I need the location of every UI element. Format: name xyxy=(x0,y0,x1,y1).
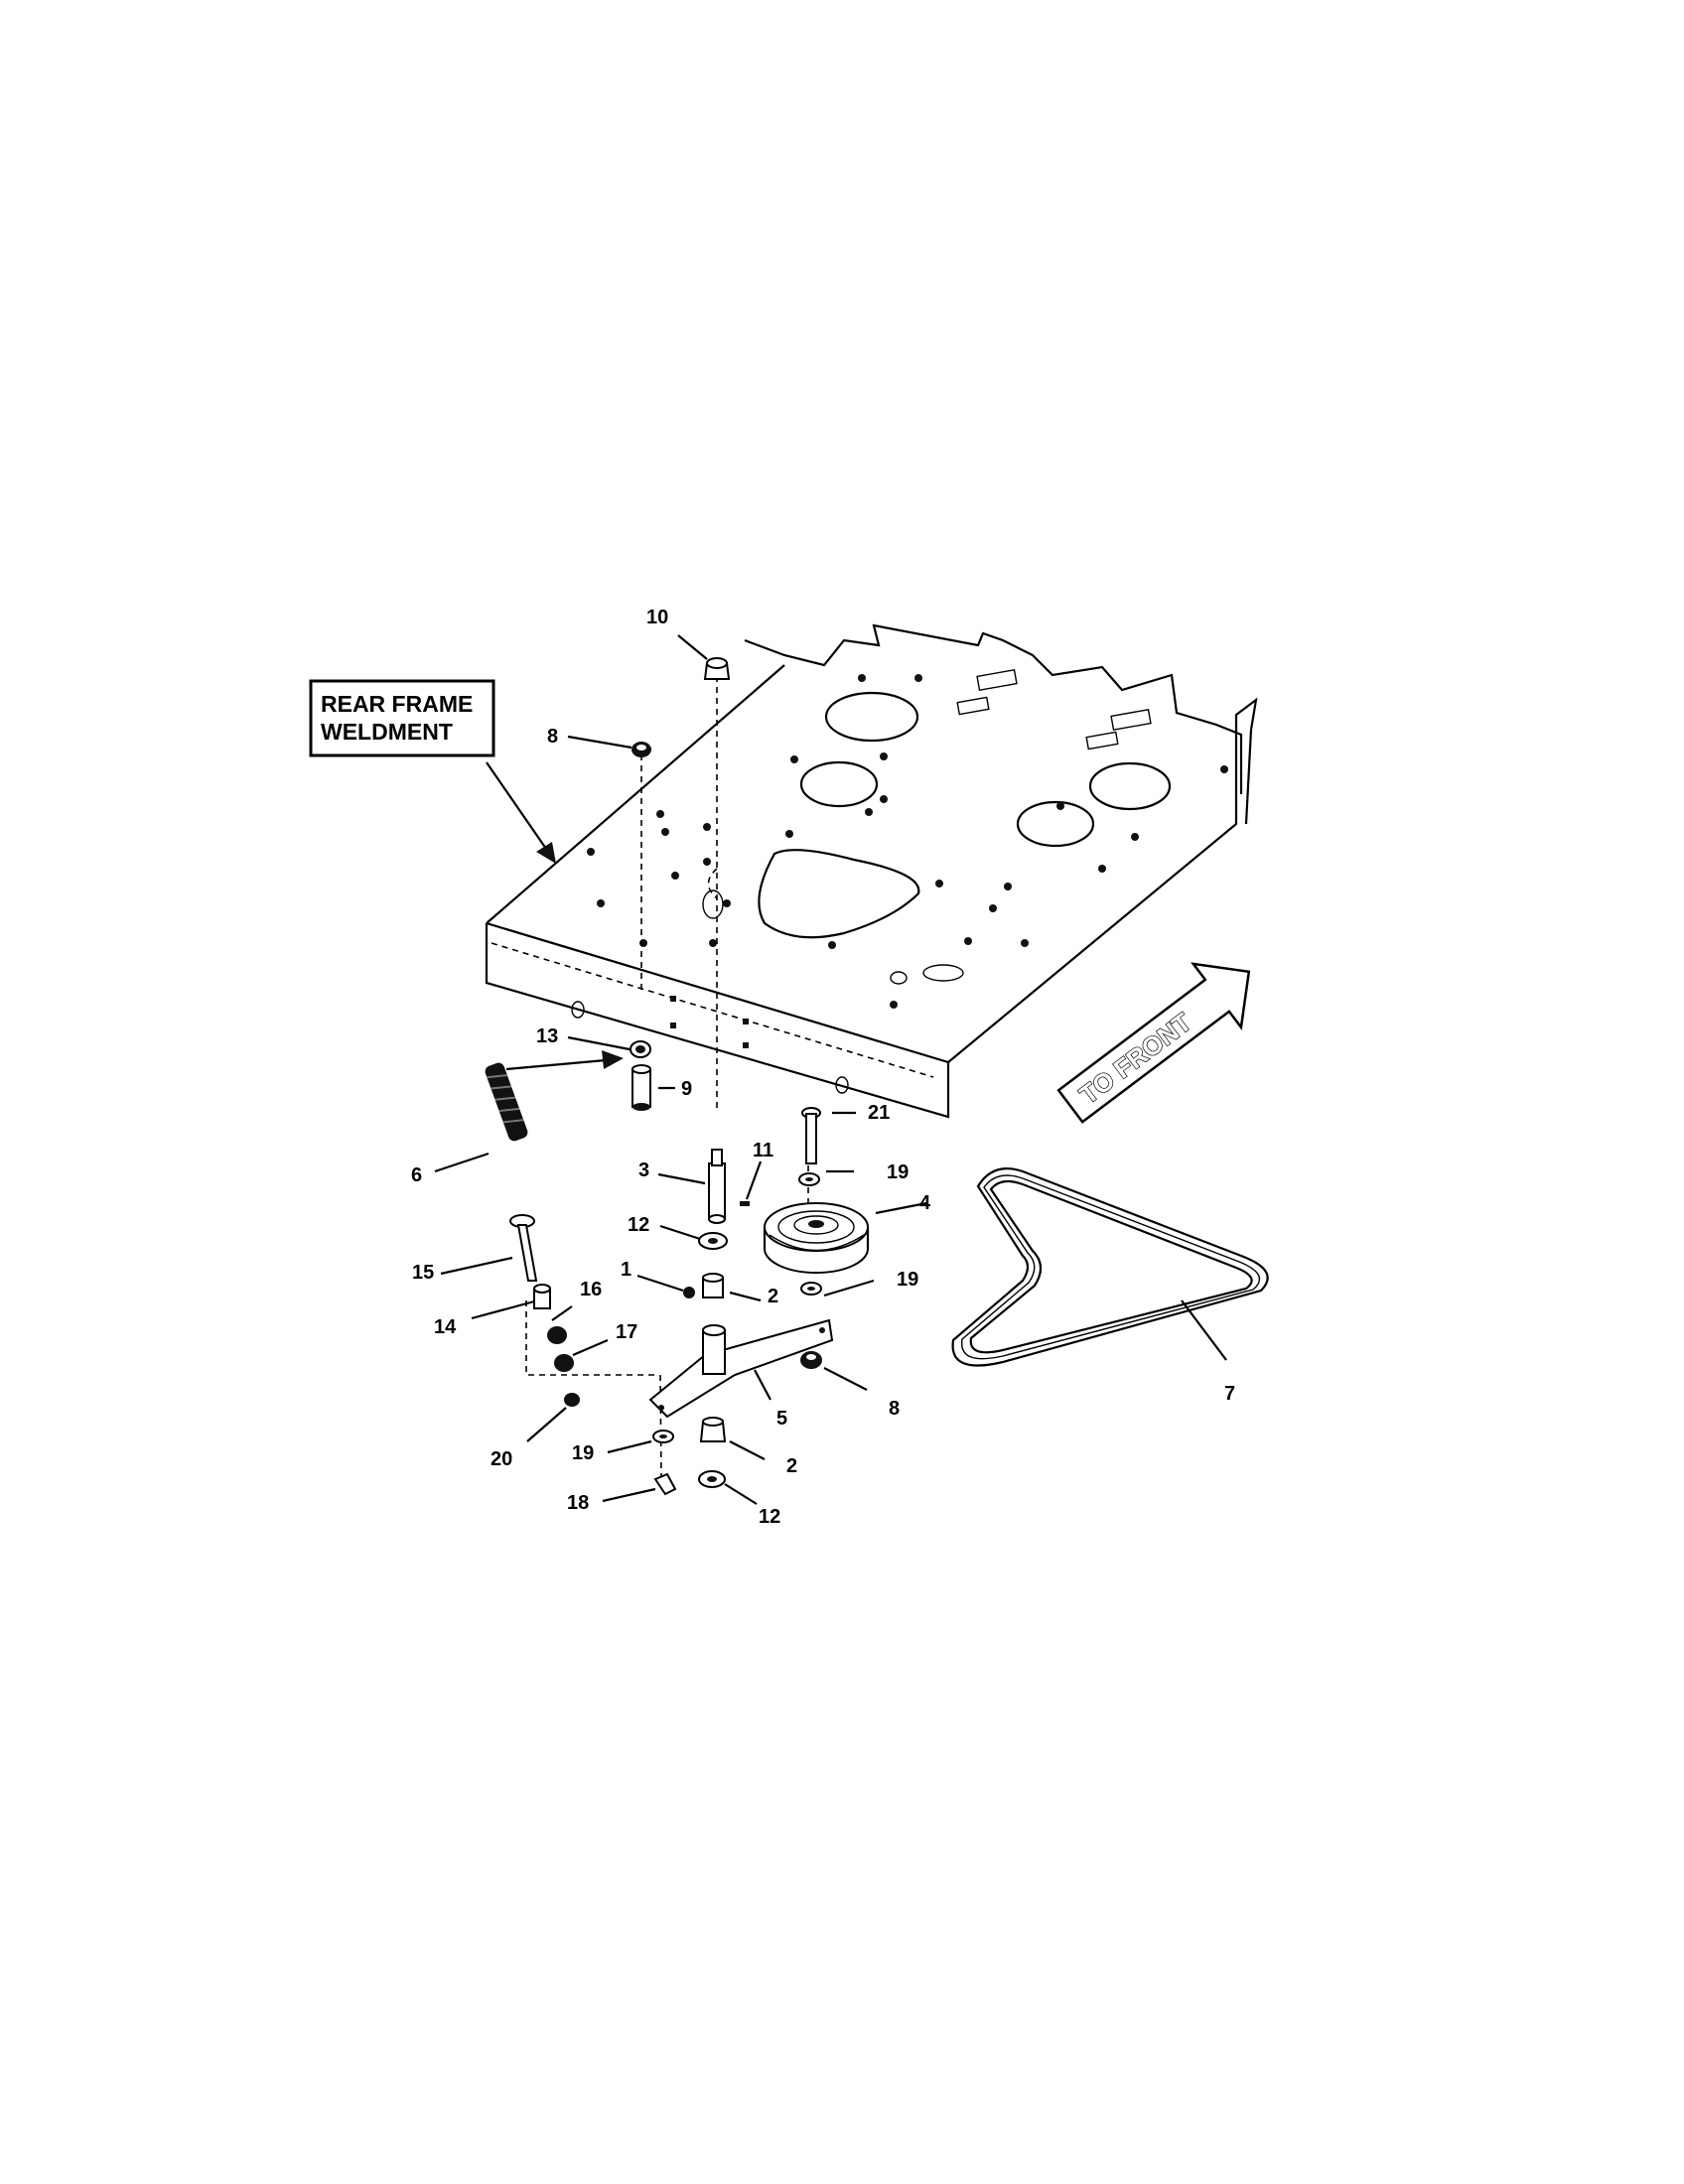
washer-part-12-lower xyxy=(698,1470,726,1488)
bushing-part-2-upper xyxy=(702,1273,724,1298)
parts xyxy=(485,657,1269,1496)
belt-part-7 xyxy=(951,1167,1269,1367)
leader-lines xyxy=(434,634,1227,1505)
label-19-middle: 19 xyxy=(897,1269,918,1291)
label-3: 3 xyxy=(638,1160,649,1181)
nut-part-8-lower xyxy=(800,1351,822,1369)
bushing-part-2-lower xyxy=(699,1417,727,1442)
nut-part-10 xyxy=(703,657,731,680)
rear-frame-weldment xyxy=(485,623,1258,1119)
spring-part-6 xyxy=(485,1062,528,1142)
label-9: 9 xyxy=(681,1078,692,1100)
nut-part-14 xyxy=(533,1284,551,1309)
rear-frame-label-line1: REAR FRAME xyxy=(321,691,473,717)
label-5: 5 xyxy=(776,1408,787,1430)
label-15: 15 xyxy=(412,1262,434,1284)
bolt-part-21 xyxy=(801,1107,821,1164)
label-10: 10 xyxy=(646,607,668,628)
label-6: 6 xyxy=(411,1164,422,1186)
label-12-upper: 12 xyxy=(628,1214,649,1236)
label-19-lower: 19 xyxy=(572,1442,594,1464)
label-1: 1 xyxy=(621,1259,632,1281)
label-8-upper: 8 xyxy=(547,726,558,748)
washer-part-19-middle xyxy=(800,1282,822,1296)
label-16: 16 xyxy=(580,1279,602,1300)
rear-frame-weldment-callout: REAR FRAME WELDMENT xyxy=(309,679,556,864)
label-8-lower: 8 xyxy=(889,1398,900,1420)
nut-part-17 xyxy=(554,1354,574,1372)
pulley-part-4 xyxy=(763,1202,870,1274)
label-13: 13 xyxy=(536,1025,558,1047)
label-19-top: 19 xyxy=(887,1161,909,1183)
idler-arm-part-5 xyxy=(648,1318,834,1419)
label-2-upper: 2 xyxy=(768,1286,778,1307)
label-11: 11 xyxy=(753,1140,773,1161)
label-7: 7 xyxy=(1224,1383,1235,1405)
label-21: 21 xyxy=(868,1102,890,1124)
key-part-11 xyxy=(740,1201,750,1206)
washer-part-20 xyxy=(564,1393,580,1407)
part-number-labels: 10 8 13 9 6 3 11 12 1 2 4 21 19 19 5 8 7… xyxy=(411,607,1235,1528)
grease-fitting-part-1 xyxy=(683,1287,695,1298)
label-17: 17 xyxy=(616,1321,637,1343)
label-14: 14 xyxy=(434,1316,457,1338)
label-4: 4 xyxy=(919,1192,931,1214)
to-front-label: TO FRONT xyxy=(1074,1007,1197,1110)
label-2-lower: 2 xyxy=(786,1455,797,1477)
spacer-part-9 xyxy=(632,1064,651,1111)
washer-part-12-upper xyxy=(698,1232,728,1250)
nut-part-13 xyxy=(630,1040,651,1058)
nut-part-8-upper xyxy=(632,742,651,757)
nut-part-16 xyxy=(547,1326,567,1344)
label-12-lower: 12 xyxy=(759,1506,780,1528)
label-18: 18 xyxy=(567,1492,589,1514)
rear-frame-label-line2: WELDMENT xyxy=(321,719,453,745)
clip-part-18 xyxy=(653,1472,677,1496)
washer-part-19-top xyxy=(798,1172,820,1186)
label-20: 20 xyxy=(491,1448,512,1470)
to-front-arrow: TO FRONT xyxy=(1056,962,1251,1124)
shaft-part-3 xyxy=(708,1149,726,1224)
eyebolt-part-15 xyxy=(509,1214,538,1282)
washer-part-19-lower xyxy=(652,1430,674,1443)
